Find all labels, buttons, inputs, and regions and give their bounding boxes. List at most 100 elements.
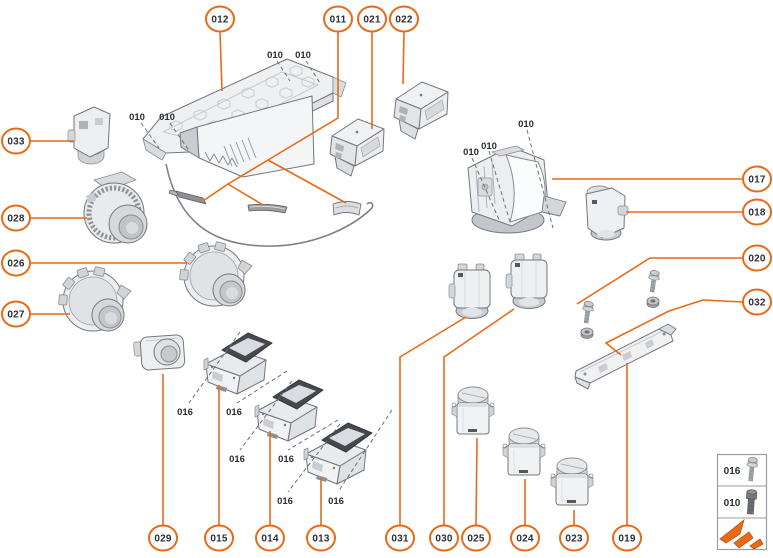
screw-axis-dash xyxy=(287,423,341,493)
socket-bolt-icon xyxy=(746,489,758,515)
callout-022[interactable]: 022 xyxy=(389,5,419,85)
callout-032[interactable]: 032 xyxy=(605,288,772,356)
callout-badge[interactable] xyxy=(385,524,415,552)
part-camera-module-014 xyxy=(254,379,324,442)
callout-number: 013 xyxy=(312,534,330,545)
callout-028[interactable]: 028 xyxy=(1,204,87,232)
callout-badge[interactable] xyxy=(742,244,772,272)
screw-axis-dash xyxy=(276,60,291,82)
callout-number: 014 xyxy=(261,534,279,545)
leader-line xyxy=(402,30,405,85)
fastener-label-010: 010 xyxy=(159,112,175,123)
part-control-module-022 xyxy=(393,81,449,140)
part-sensor-030 xyxy=(505,253,548,309)
part-camera-module-015 xyxy=(203,332,273,395)
callout-number: 030 xyxy=(435,534,453,545)
callout-033[interactable]: 033 xyxy=(1,127,74,155)
callout-023[interactable]: 023 xyxy=(559,510,589,552)
callout-015[interactable]: 015 xyxy=(204,385,234,552)
callout-number: 019 xyxy=(618,534,636,545)
callout-013[interactable]: 013 xyxy=(306,478,336,552)
part-camera-029 xyxy=(133,334,186,371)
callout-018[interactable]: 018 xyxy=(626,198,772,226)
callout-badge[interactable] xyxy=(255,524,285,552)
callout-029[interactable]: 029 xyxy=(148,374,178,552)
callout-badge[interactable] xyxy=(1,204,31,232)
callout-badge[interactable] xyxy=(357,5,387,33)
fastener-label-010: 010 xyxy=(295,50,311,61)
part-camera-028 xyxy=(83,171,148,244)
leader-line xyxy=(576,257,743,305)
part-camera-unit-017 xyxy=(467,145,567,234)
callout-badge[interactable] xyxy=(1,127,31,155)
callout-027[interactable]: 027 xyxy=(1,300,70,328)
part-parking-sensor-023 xyxy=(550,457,594,506)
screw-axis-dash xyxy=(488,150,511,223)
callout-021[interactable]: 021 xyxy=(357,5,387,130)
fastener-label-016: 016 xyxy=(277,496,293,507)
callout-number: 022 xyxy=(395,15,413,26)
part-radar-sensor-026 xyxy=(179,241,253,307)
callout-011[interactable]: 011 xyxy=(202,5,353,206)
callout-number: 031 xyxy=(391,534,409,545)
callout-badge[interactable] xyxy=(389,5,419,33)
screw-axis-dash xyxy=(188,331,241,404)
callout-number: 020 xyxy=(748,254,766,265)
callout-031[interactable]: 031 xyxy=(385,316,467,552)
part-radar-sensor-027 xyxy=(58,266,132,332)
fastener-label-010: 010 xyxy=(481,141,497,152)
part-control-module-021 xyxy=(329,118,385,177)
callout-012[interactable]: 012 xyxy=(205,5,235,92)
fastener-label-016: 016 xyxy=(226,407,242,418)
callout-019[interactable]: 019 xyxy=(612,363,642,552)
callout-badge[interactable] xyxy=(510,524,540,552)
screw-flange-icon xyxy=(746,457,759,482)
screw-axis-dash xyxy=(337,409,393,493)
callout-number: 015 xyxy=(210,534,228,545)
callout-badge[interactable] xyxy=(559,524,589,552)
legend-box: 016 010 xyxy=(716,453,768,551)
fastener-label-010: 010 xyxy=(267,50,283,61)
callout-024[interactable]: 024 xyxy=(510,479,540,552)
callout-017[interactable]: 017 xyxy=(552,165,772,193)
leader-line xyxy=(605,299,744,356)
callout-badge[interactable] xyxy=(306,524,336,552)
fastener-label-016: 016 xyxy=(177,407,193,418)
part-mounting-bracket-012 xyxy=(142,58,347,178)
part-connector-033 xyxy=(67,106,111,165)
callout-number: 028 xyxy=(7,214,25,225)
part-parking-sensor-025 xyxy=(451,386,495,435)
callout-badge[interactable] xyxy=(1,300,31,328)
callout-026[interactable]: 026 xyxy=(1,249,187,277)
part-parking-sensor-024 xyxy=(502,427,546,476)
callout-badge[interactable] xyxy=(742,288,772,316)
fastener-label-010: 010 xyxy=(129,112,145,123)
callout-badge[interactable] xyxy=(612,524,642,552)
callout-number: 018 xyxy=(748,208,766,219)
screw-axis-dash xyxy=(471,157,501,223)
screw-axis-dash xyxy=(239,380,293,451)
callout-badge[interactable] xyxy=(742,198,772,226)
callout-badge[interactable] xyxy=(742,165,772,193)
callout-014[interactable]: 014 xyxy=(255,431,285,552)
part-antenna-cable xyxy=(165,163,374,247)
callout-030[interactable]: 030 xyxy=(429,308,515,552)
callout-badge[interactable] xyxy=(148,524,178,552)
callout-badge[interactable] xyxy=(204,524,234,552)
callout-badge[interactable] xyxy=(323,5,353,33)
callout-badge[interactable] xyxy=(205,5,235,33)
callout-020[interactable]: 020 xyxy=(576,244,772,305)
callout-025[interactable]: 025 xyxy=(461,437,491,552)
part-mounting-rail-019 xyxy=(574,323,677,390)
part-screw-020-a xyxy=(646,269,661,293)
part-screw-020-b xyxy=(580,300,595,324)
callout-number: 029 xyxy=(154,534,172,545)
callout-badge[interactable] xyxy=(1,249,31,277)
callout-badge[interactable] xyxy=(461,524,491,552)
part-nut-032-a xyxy=(646,296,660,308)
part-contact-strips-011 xyxy=(168,189,362,216)
callout-badge[interactable] xyxy=(429,524,459,552)
callout-number: 026 xyxy=(7,259,25,270)
